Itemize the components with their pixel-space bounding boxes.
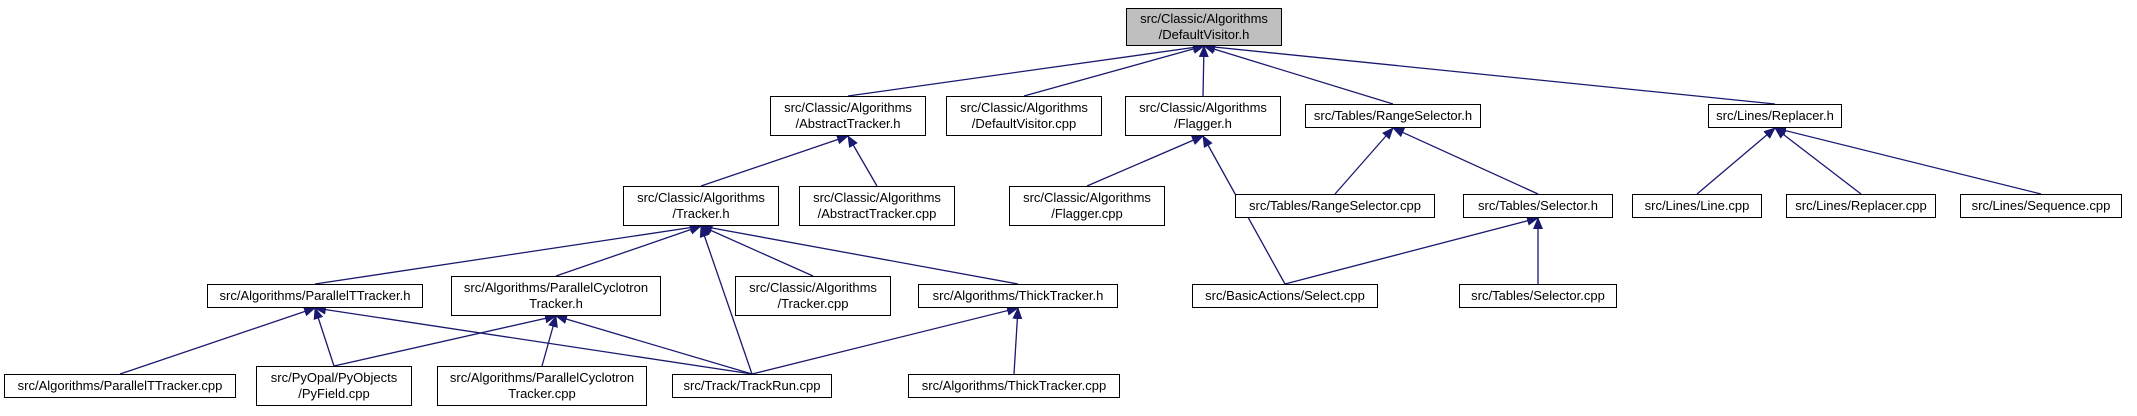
edge-thicktracker_h-to-tracker_h [700, 223, 1019, 285]
node-label-line1: src/Algorithms/ParallelCyclotron [449, 370, 635, 385]
node-defaultvisitor-cpp[interactable]: src/Classic/Algorithms /DefaultVisitor.c… [946, 96, 1102, 136]
node-label-line1: src/Tables/Selector.cpp [1471, 288, 1605, 303]
node-label-line1: src/Tables/Selector.h [1478, 198, 1598, 213]
node-label-line1: src/Classic/Algorithms [813, 190, 941, 205]
node-paralleltttracker-cpp[interactable]: src/Algorithms/ParallelTTracker.cpp [4, 374, 236, 398]
edge-paralleltt_cpp-to-paralleltt_h [119, 306, 316, 375]
node-label-line1: src/Algorithms/ThickTracker.h [932, 288, 1104, 303]
node-label-line1: src/Classic/Algorithms [637, 190, 765, 205]
node-tracker-h[interactable]: src/Classic/Algorithms /Tracker.h [623, 186, 779, 226]
node-flagger-cpp[interactable]: src/Classic/Algorithms /Flagger.cpp [1009, 186, 1165, 226]
node-paralleltttracker-h[interactable]: src/Algorithms/ParallelTTracker.h [207, 284, 423, 308]
edge-parallelcyc_cpp-to-parallelcyc_h [541, 315, 558, 367]
edge-flagger_cpp-to-flagger_h [1086, 135, 1204, 187]
node-label-line1: src/Algorithms/ParallelCyclotron [463, 280, 649, 295]
node-label-line2: /AbstractTracker.h [795, 116, 901, 131]
edge-paralleltt_h-to-tracker_h [314, 222, 702, 285]
node-pyfield-cpp[interactable]: src/PyOpal/PyObjects /PyField.cpp [256, 366, 412, 406]
node-label-line1: src/Classic/Algorithms [1140, 11, 1268, 26]
node-flagger-h[interactable]: src/Classic/Algorithms /Flagger.h [1125, 96, 1281, 136]
edge-trackrun_cpp-to-thicktracker_h [751, 305, 1019, 375]
edge-rangeselector_h-to-defaultvisitor_h [1203, 44, 1394, 105]
edge-selector_h-to-rangeselector_h [1392, 127, 1539, 195]
edge-replacer_h-to-defaultvisitor_h [1203, 42, 1776, 105]
edge-thicktracker_cpp-to-thicktracker_h [1012, 307, 1023, 375]
node-label-line2: /AbstractTracker.cpp [817, 206, 937, 221]
edge-abstracttracker_h-to-defaultvisitor_h [847, 42, 1205, 97]
node-abstracttracker-cpp[interactable]: src/Classic/Algorithms /AbstractTracker.… [799, 186, 955, 226]
node-label-line2: Tracker.h [529, 296, 583, 311]
node-thicktracker-h[interactable]: src/Algorithms/ThickTracker.h [918, 284, 1118, 308]
edge-tracker_h-to-abstracttracker_h [700, 134, 849, 187]
node-label-line1: src/PyOpal/PyObjects [270, 370, 398, 385]
node-label-line1: src/Algorithms/ParallelTTracker.cpp [17, 378, 223, 393]
edge-line_cpp-to-replacer_h [1696, 127, 1776, 195]
node-label-line1: src/Track/TrackRun.cpp [683, 378, 821, 393]
node-replacer-cpp[interactable]: src/Lines/Replacer.cpp [1786, 194, 1936, 218]
node-trackrun-cpp[interactable]: src/Track/TrackRun.cpp [672, 374, 832, 398]
node-selector-cpp[interactable]: src/Tables/Selector.cpp [1459, 284, 1617, 308]
edge-sequence_cpp-to-replacer_h [1774, 125, 2042, 195]
node-sequence-cpp[interactable]: src/Lines/Sequence.cpp [1960, 194, 2122, 218]
node-label-line2: /Flagger.cpp [1051, 206, 1123, 221]
node-parallelcyclotrontracker-h[interactable]: src/Algorithms/ParallelCyclotron Tracker… [451, 276, 661, 316]
edge-parallelcyc_h-to-tracker_h [555, 224, 702, 277]
node-defaultvisitor-h: src/Classic/Algorithms /DefaultVisitor.h [1126, 8, 1282, 46]
node-label-line1: src/Classic/Algorithms [1023, 190, 1151, 205]
node-label-line1: src/Tables/RangeSelector.h [1313, 108, 1473, 123]
edge-select_cpp-to-selector_h [1284, 215, 1539, 285]
node-selector-h[interactable]: src/Tables/Selector.h [1463, 194, 1613, 218]
edge-pyfield_cpp-to-paralleltt_h [313, 307, 335, 367]
node-label-line1: src/Lines/Sequence.cpp [1971, 198, 2111, 213]
edge-pyfield_cpp-to-parallelcyc_h [333, 313, 557, 367]
node-label-line2: /Tracker.cpp [777, 296, 849, 311]
edge-abstracttracker_cpp-to-abstracttracker_h [847, 135, 878, 187]
node-label-line2: /PyField.cpp [298, 386, 370, 401]
node-label-line1: src/Lines/Replacer.cpp [1795, 198, 1927, 213]
edge-tracker_cpp-to-tracker_h [700, 225, 814, 277]
edge-defaultvisitor_cpp-to-defaultvisitor_h [1023, 44, 1205, 97]
node-parallelcyclotrontracker-cpp[interactable]: src/Algorithms/ParallelCyclotron Tracker… [437, 366, 647, 406]
node-label-line1: src/BasicActions/Select.cpp [1205, 288, 1365, 303]
node-label-line2: /DefaultVisitor.cpp [971, 116, 1077, 131]
node-label-line2: /Flagger.h [1174, 116, 1232, 131]
node-line-cpp[interactable]: src/Lines/Line.cpp [1632, 194, 1762, 218]
edge-trackrun_cpp-to-parallelcyc_h [555, 314, 753, 375]
node-label-line2: Tracker.cpp [508, 386, 576, 401]
edge-trackrun_cpp-to-paralleltt_h [314, 304, 753, 375]
node-replacer-h[interactable]: src/Lines/Replacer.h [1708, 104, 1842, 128]
edge-replacer_cpp-to-replacer_h [1774, 127, 1862, 195]
node-label-line2: /DefaultVisitor.h [1158, 27, 1250, 42]
node-label-line1: src/Algorithms/ThickTracker.cpp [921, 378, 1107, 393]
edge-rangeselector_cpp-to-rangeselector_h [1334, 127, 1394, 195]
node-label-line1: src/Classic/Algorithms [749, 280, 877, 295]
node-rangeselector-h[interactable]: src/Tables/RangeSelector.h [1305, 104, 1481, 128]
node-label-line1: src/Algorithms/ParallelTTracker.h [219, 288, 411, 303]
node-label-line1: src/Classic/Algorithms [1139, 100, 1267, 115]
node-label-line2: /Tracker.h [672, 206, 730, 221]
node-label-line1: src/Classic/Algorithms [960, 100, 1088, 115]
node-rangeselector-cpp[interactable]: src/Tables/RangeSelector.cpp [1235, 194, 1435, 218]
node-select-cpp[interactable]: src/BasicActions/Select.cpp [1192, 284, 1378, 308]
node-abstracttracker-h[interactable]: src/Classic/Algorithms /AbstractTracker.… [770, 96, 926, 136]
node-label-line1: src/Tables/RangeSelector.cpp [1249, 198, 1421, 213]
edge-trackrun_cpp-to-tracker_h [699, 225, 753, 375]
node-label-line1: src/Classic/Algorithms [784, 100, 912, 115]
node-thicktracker-cpp[interactable]: src/Algorithms/ThickTracker.cpp [908, 374, 1120, 398]
node-tracker-cpp[interactable]: src/Classic/Algorithms /Tracker.cpp [735, 276, 891, 316]
node-label-line1: src/Lines/Replacer.h [1716, 108, 1834, 123]
node-label-line1: src/Lines/Line.cpp [1644, 198, 1750, 213]
edge-flagger_h-to-defaultvisitor_h [1198, 45, 1209, 97]
